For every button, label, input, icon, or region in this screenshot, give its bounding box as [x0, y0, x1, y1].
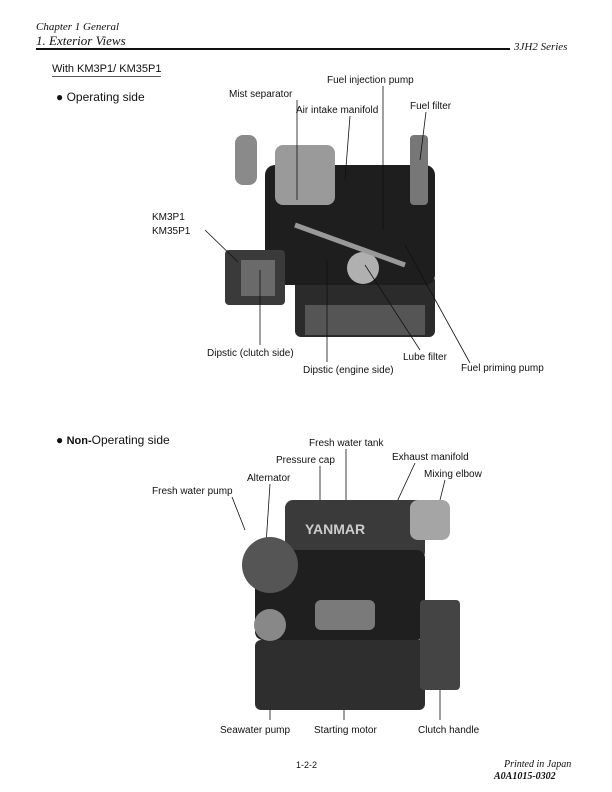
heading-text: Operating side	[91, 433, 170, 447]
engine-photo-non-operating-side: YANMAR	[242, 500, 460, 710]
label-lube-filter: Lube filter	[403, 352, 447, 363]
label-alternator: Alternator	[247, 473, 291, 484]
label-fuel-priming-pump: Fuel priming pump	[461, 363, 544, 374]
engine-photo-operating-side	[225, 135, 435, 337]
label-fresh-water-tank: Fresh water tank	[309, 438, 384, 449]
non-operating-side-heading: ● Non-Operating side	[56, 433, 170, 447]
operating-side-heading: ● Operating side	[56, 90, 145, 104]
label-dipstic-engine-side: Dipstic (engine side)	[303, 365, 394, 376]
heading-text: Operating side	[66, 90, 145, 104]
label-exhaust-manifold: Exhaust manifold	[392, 452, 469, 463]
chapter-title: Chapter 1 General	[36, 21, 120, 33]
label-fresh-water-pump: Fresh water pump	[152, 486, 233, 497]
yanmar-logo: YANMAR	[305, 521, 365, 537]
label-starting-motor: Starting motor	[314, 725, 377, 736]
label-dipstic-clutch-side: Dipstic (clutch side)	[207, 348, 294, 359]
label-pressure-cap: Pressure cap	[276, 455, 335, 466]
model-subtitle: With KM3P1/ KM35P1	[52, 63, 162, 77]
section-title: 1. Exterior Views	[36, 33, 126, 48]
printed-in-japan: Printed in Japan	[504, 759, 572, 770]
series-label: 3JH2 Series	[514, 41, 568, 53]
header-rule	[36, 48, 510, 50]
label-mixing-elbow: Mixing elbow	[424, 469, 482, 480]
page-number: 1-2-2	[296, 760, 318, 770]
label-km35p1: KM35P1	[152, 226, 191, 237]
label-fuel-injection-pump: Fuel injection pump	[327, 75, 414, 86]
label-air-intake-manifold: Air intake manifold	[296, 105, 379, 116]
document-code: A0A1015-0302	[494, 771, 556, 782]
label-fuel-filter: Fuel filter	[410, 101, 452, 112]
label-km3p1: KM3P1	[152, 212, 185, 223]
label-mist-separator: Mist separator	[229, 89, 293, 100]
label-clutch-handle: Clutch handle	[418, 725, 480, 736]
label-seawater-pump: Seawater pump	[220, 725, 291, 736]
heading-prefix: Non-	[66, 435, 92, 447]
